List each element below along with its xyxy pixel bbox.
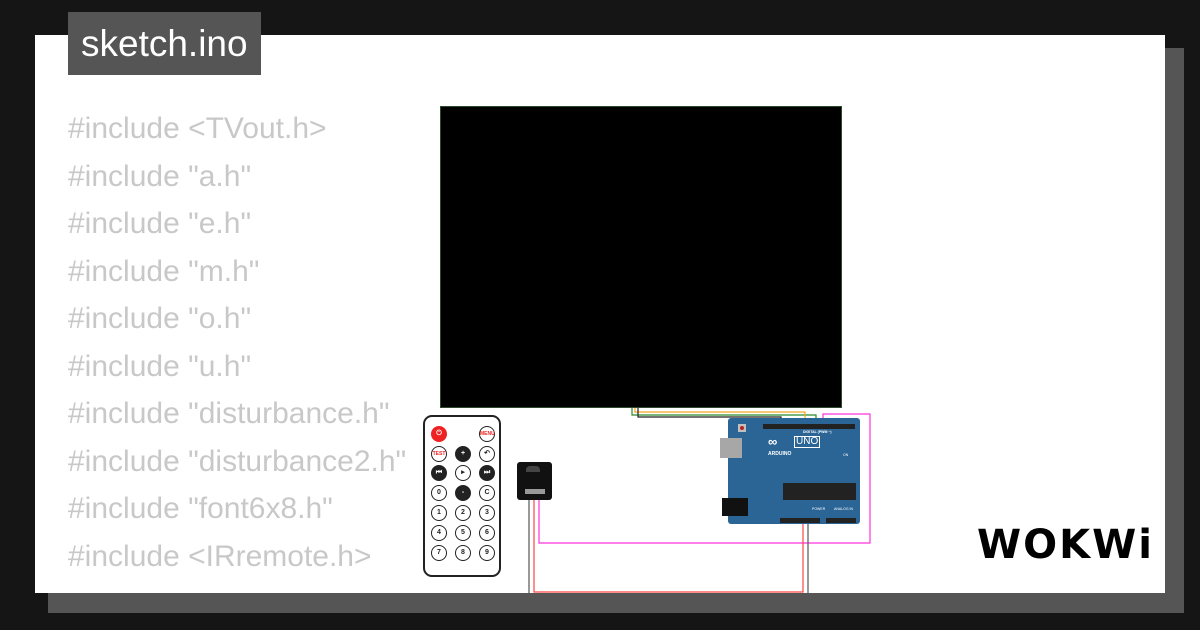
uno-label: UNO (794, 436, 821, 448)
wokwi-logo: WOKWi (977, 522, 1154, 568)
pin-header (525, 489, 545, 494)
usb-port (720, 438, 742, 458)
button-5[interactable]: 5 (455, 525, 471, 541)
preview-card: #include <TVout.h> #include "a.h" #include… (35, 35, 1165, 593)
button-4[interactable]: 4 (431, 525, 447, 541)
on-label: ON (843, 453, 849, 457)
power-header (780, 518, 820, 523)
ir-remote[interactable]: ⏻ MENU TEST + ↶ ⏮ ▸ ⏭ 0 - C 1 2 3 4 5 6 … (423, 415, 501, 577)
code-line: #include "disturbance.h" (68, 397, 390, 430)
code-line: #include "m.h" (68, 254, 260, 288)
code-line: #include "u.h" (68, 349, 252, 383)
power-jack (722, 498, 748, 516)
test-button[interactable]: TEST (431, 446, 447, 462)
ir-sensor-icon (526, 466, 540, 472)
button-0[interactable]: 0 (431, 485, 447, 501)
code-preview: #include <TVout.h> #include "a.h" #include… (68, 105, 406, 580)
tv-screen (440, 106, 842, 408)
wires (528, 408, 871, 593)
sketch-title: sketch.ino (68, 12, 261, 75)
button-c[interactable]: C (479, 485, 495, 501)
code-line: #include "disturbance2.h" (68, 444, 407, 478)
code-line: #include <TVout.h> (68, 112, 327, 145)
analog-header (826, 518, 856, 523)
button-6[interactable]: 6 (479, 525, 495, 541)
code-line: #include "font6x8.h" (68, 492, 333, 525)
button-3[interactable]: 3 (479, 505, 495, 521)
arduino-uno[interactable]: DIGITAL (PWM ~) ∞ UNO ARDUINO ON POWER A… (720, 418, 860, 524)
digital-header (763, 424, 855, 429)
code-line: #include <IRremote.h> (68, 539, 372, 573)
microcontroller-chip (783, 483, 856, 500)
button-8[interactable]: 8 (455, 545, 471, 561)
power-label: POWER (812, 507, 826, 511)
wire-red (533, 500, 804, 593)
code-line: #include "a.h" (68, 159, 252, 193)
button-1[interactable]: 1 (431, 505, 447, 521)
reset-button[interactable] (738, 424, 746, 432)
plus-button[interactable]: + (455, 446, 471, 462)
arduino-logo-icon: ∞ (768, 434, 778, 449)
minus-button[interactable]: - (455, 485, 471, 501)
button-9[interactable]: 9 (479, 545, 495, 561)
button-7[interactable]: 7 (431, 545, 447, 561)
code-line: #include "e.h" (68, 207, 252, 240)
menu-button[interactable]: MENU (479, 426, 495, 442)
button-2[interactable]: 2 (455, 505, 471, 521)
analog-label: ANALOG IN (834, 507, 854, 511)
back-icon[interactable]: ↶ (479, 446, 495, 462)
prev-icon[interactable]: ⏮ (431, 465, 447, 481)
play-icon[interactable]: ▸ (455, 465, 471, 481)
wire-magenta (538, 413, 871, 544)
digital-label: DIGITAL (PWM ~) (803, 430, 832, 434)
code-line: #include "o.h" (68, 302, 252, 335)
arduino-brand: ARDUINO (768, 451, 792, 457)
ir-receiver[interactable] (517, 462, 552, 500)
next-icon[interactable]: ⏭ (479, 465, 495, 481)
power-icon[interactable]: ⏻ (431, 426, 447, 442)
